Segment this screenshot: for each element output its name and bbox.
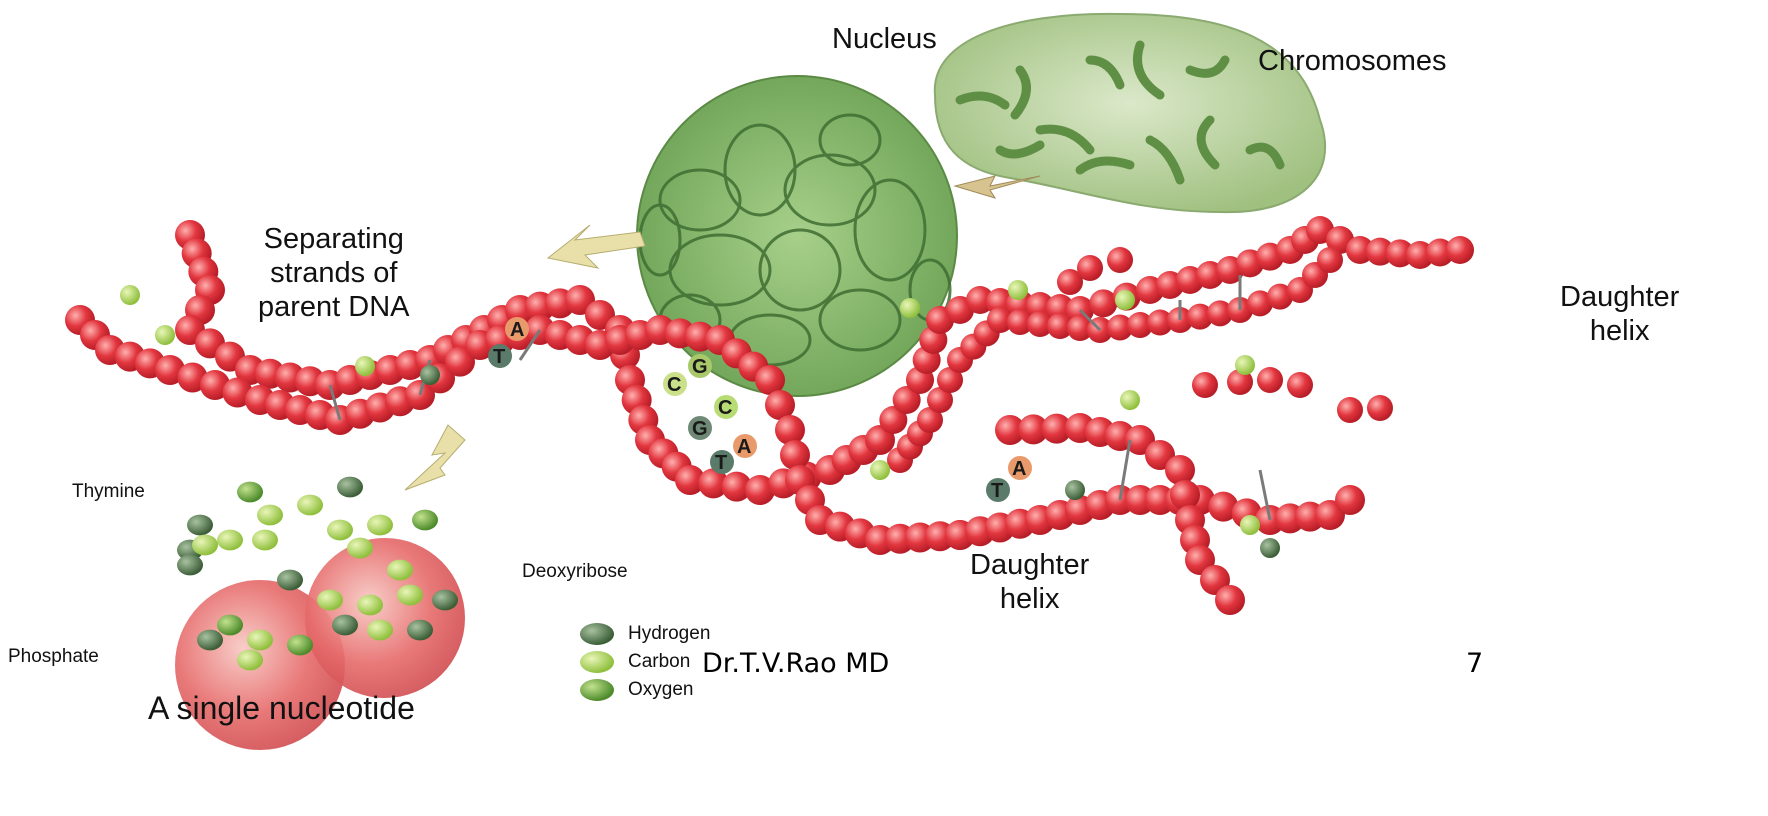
atom bbox=[397, 585, 423, 606]
backbone-bead bbox=[1260, 538, 1280, 558]
legend-carbon-label: Carbon bbox=[628, 651, 690, 673]
backbone-bead bbox=[1337, 397, 1363, 423]
atom bbox=[197, 630, 223, 651]
daughter-helix-bottom-line-1: Daughter bbox=[970, 548, 1089, 582]
separating-strands-line-2: strands of bbox=[258, 256, 410, 290]
backbone-bead bbox=[1317, 247, 1343, 273]
legend-hydrogen-swatch bbox=[580, 623, 614, 645]
daughter-helix-top-line-1: Daughter bbox=[1560, 280, 1679, 314]
arrow-nucleus-to-chromatin bbox=[955, 176, 1040, 198]
backbone-bead bbox=[1165, 455, 1195, 485]
backbone-bead bbox=[1170, 480, 1200, 510]
backbone-bead bbox=[1120, 390, 1140, 410]
atom bbox=[347, 538, 373, 559]
backbone-bead bbox=[155, 325, 175, 345]
legend-oxygen-swatch bbox=[580, 679, 614, 701]
backbone-bead bbox=[775, 415, 805, 445]
backbone-bead bbox=[420, 365, 440, 385]
arrow-dna-to-nucleotide bbox=[405, 425, 465, 490]
backbone-bead bbox=[1077, 255, 1103, 281]
atom bbox=[192, 535, 218, 556]
base-label-t3: T bbox=[991, 480, 1003, 502]
atom bbox=[317, 590, 343, 611]
atom bbox=[367, 620, 393, 641]
legend-carbon-swatch bbox=[580, 651, 614, 673]
backbone-bead bbox=[1107, 247, 1133, 273]
backbone-bead bbox=[1008, 280, 1028, 300]
footer-page-number: 7 bbox=[1466, 648, 1483, 679]
legend-hydrogen-label: Hydrogen bbox=[628, 623, 710, 645]
arrow-chromatin-to-dna bbox=[548, 225, 645, 268]
chromatin-circle bbox=[637, 76, 957, 396]
atom bbox=[412, 510, 438, 531]
atom bbox=[327, 520, 353, 541]
backbone-bead bbox=[1335, 485, 1365, 515]
base-label-t1: T bbox=[493, 346, 505, 368]
footer-author: Dr.T.V.Rao MD bbox=[702, 648, 889, 679]
atom bbox=[257, 505, 283, 526]
backbone-bead bbox=[120, 285, 140, 305]
separating-strands-label: Separating strands of parent DNA bbox=[258, 222, 410, 324]
backbone-bead bbox=[870, 460, 890, 480]
thymine-label: Thymine bbox=[72, 481, 145, 503]
backbone-bead bbox=[1287, 372, 1313, 398]
atom bbox=[337, 477, 363, 498]
atom bbox=[277, 570, 303, 591]
base-label-g1: G bbox=[692, 356, 708, 378]
legend-oxygen-label: Oxygen bbox=[628, 679, 693, 701]
legend bbox=[580, 623, 614, 701]
base-label-g2: G bbox=[692, 418, 708, 440]
backbone-bead bbox=[1240, 515, 1260, 535]
nucleus-label: Nucleus bbox=[832, 22, 937, 56]
atom bbox=[237, 482, 263, 503]
base-label-a3: A bbox=[1012, 458, 1026, 480]
base-label-a1: A bbox=[510, 319, 524, 341]
atom bbox=[237, 650, 263, 671]
atom bbox=[217, 530, 243, 551]
atom bbox=[287, 635, 313, 656]
atom bbox=[407, 620, 433, 641]
atom bbox=[367, 515, 393, 536]
daughter-helix-bottom-label: Daughter helix bbox=[970, 548, 1089, 616]
atom bbox=[432, 590, 458, 611]
separating-strands-line-1: Separating bbox=[258, 222, 410, 256]
backbone-bead bbox=[1115, 290, 1135, 310]
deoxyribose-sphere bbox=[305, 538, 465, 698]
backbone-bead bbox=[1257, 367, 1283, 393]
backbone-bead bbox=[355, 356, 375, 376]
backbone-bead bbox=[1215, 585, 1245, 615]
atom bbox=[217, 615, 243, 636]
base-label-c1: C bbox=[667, 374, 681, 396]
daughter-helix-bottom-line-2: helix bbox=[970, 582, 1089, 616]
atom bbox=[387, 560, 413, 581]
atom bbox=[252, 530, 278, 551]
chromosomes-label: Chromosomes bbox=[1258, 44, 1447, 78]
base-label-a2: A bbox=[737, 436, 751, 458]
base-label-c2: C bbox=[718, 397, 732, 419]
backbone-bead bbox=[1367, 395, 1393, 421]
atom bbox=[187, 515, 213, 536]
backbone-bead bbox=[1446, 236, 1474, 264]
backbone-bead bbox=[1235, 355, 1255, 375]
backbone-bead bbox=[780, 440, 810, 470]
atom bbox=[297, 495, 323, 516]
backbone-bead bbox=[1192, 372, 1218, 398]
phosphate-label: Phosphate bbox=[8, 646, 99, 668]
atom bbox=[177, 555, 203, 576]
deoxyribose-label: Deoxyribose bbox=[522, 561, 628, 583]
single-nucleotide-label: A single nucleotide bbox=[148, 690, 415, 727]
daughter-helix-top-line-2: helix bbox=[1560, 314, 1679, 348]
atom bbox=[332, 615, 358, 636]
backbone-bead bbox=[1065, 480, 1085, 500]
atom bbox=[247, 630, 273, 651]
backbone-bead bbox=[900, 298, 920, 318]
atom bbox=[357, 595, 383, 616]
base-label-t2: T bbox=[715, 452, 727, 474]
separating-strands-line-3: parent DNA bbox=[258, 290, 410, 324]
daughter-helix-top-label: Daughter helix bbox=[1560, 280, 1679, 348]
